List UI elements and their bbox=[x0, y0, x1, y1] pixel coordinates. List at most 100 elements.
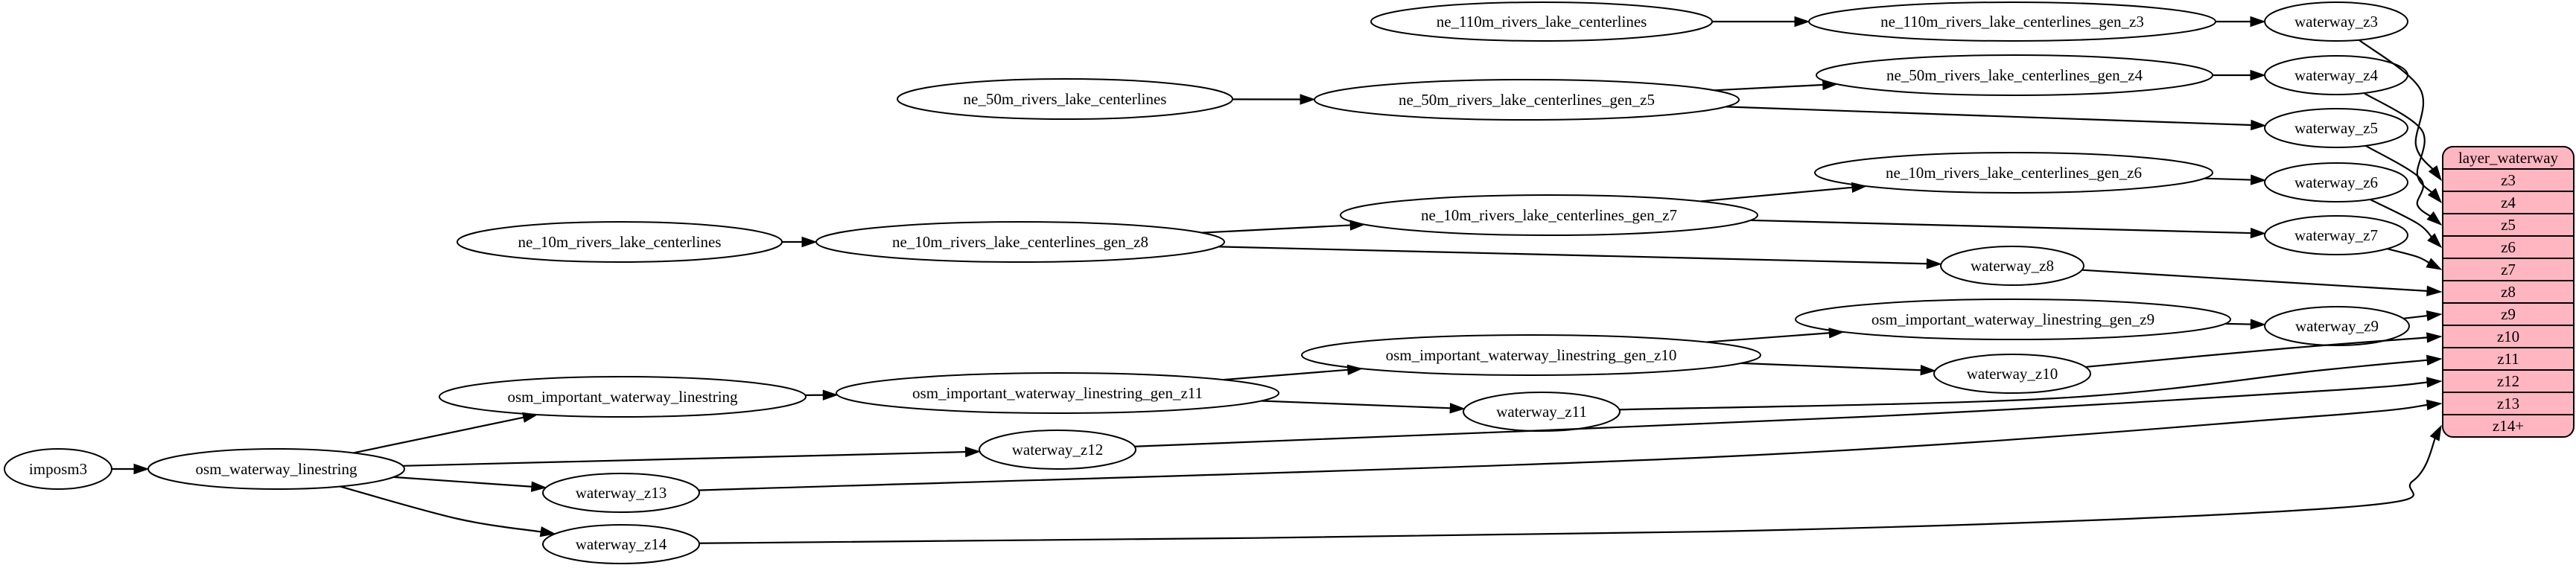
arrowhead-icon bbox=[1794, 16, 1810, 28]
record-row-z13: z13 bbox=[2497, 395, 2519, 412]
edge-waterway_z3--layer_waterway-z3 bbox=[2358, 39, 2436, 172]
node-ne_10m_rivers_lake_centerlines_gen_z7-label: ne_10m_rivers_lake_centerlines_gen_z7 bbox=[1421, 206, 1677, 224]
edge-waterway_z7--layer_waterway-z7 bbox=[2387, 248, 2432, 265]
arrowhead-icon bbox=[2426, 310, 2443, 322]
edge-ne_10m_rivers_lake_centerlines_gen_z8--ne_10m_rivers_lake_centerlines_gen_z7 bbox=[1201, 224, 1354, 234]
arrowhead-icon bbox=[801, 236, 818, 248]
edge-ne_10m_rivers_lake_centerlines_gen_z7--waterway_z7 bbox=[1750, 219, 2254, 234]
arrowhead-icon bbox=[1851, 182, 1868, 194]
node-waterway_z6: waterway_z6 bbox=[2264, 162, 2408, 202]
record-row-z7: z7 bbox=[2501, 261, 2516, 278]
node-waterway_z14: waterway_z14 bbox=[542, 524, 700, 564]
node-waterway_z10-label: waterway_z10 bbox=[1967, 365, 2058, 383]
edge-waterway_z9--layer_waterway-z9 bbox=[2403, 314, 2431, 319]
node-ne_10m_rivers_lake_centerlines_gen_z6-ellipse bbox=[1814, 152, 2213, 194]
arrowhead-icon bbox=[1822, 79, 1839, 91]
node-waterway_z5-label: waterway_z5 bbox=[2294, 119, 2378, 137]
edge-osm_waterway_linestring--waterway_z14 bbox=[340, 485, 544, 533]
record-outline bbox=[2442, 146, 2575, 438]
arrowhead-icon bbox=[2250, 16, 2266, 28]
arrowhead-icon bbox=[2427, 233, 2443, 249]
arrowhead-icon bbox=[2426, 285, 2443, 297]
arrowhead-icon bbox=[1449, 403, 1466, 414]
arrowhead-icon bbox=[2426, 399, 2443, 411]
edge-waterway_z14--layer_waterway-z14+ bbox=[699, 435, 2437, 544]
edge-waterway_z5--layer_waterway-z5 bbox=[2364, 144, 2434, 219]
edge-osm_waterway_linestring--waterway_z13 bbox=[393, 476, 535, 488]
node-ne_10m_rivers_lake_centerlines-label: ne_10m_rivers_lake_centerlines bbox=[518, 233, 722, 251]
node-waterway_z7-label: waterway_z7 bbox=[2294, 226, 2378, 244]
arrowhead-icon bbox=[2426, 332, 2443, 343]
node-ne_110m_rivers_lake_centerlines_gen_z3-label: ne_110m_rivers_lake_centerlines_gen_z3 bbox=[1880, 13, 2144, 31]
node-waterway_z5-ellipse bbox=[2264, 108, 2408, 148]
node-waterway_z6-ellipse bbox=[2264, 162, 2408, 202]
node-osm_important_waterway_linestring-label: osm_important_waterway_linestring bbox=[507, 388, 738, 406]
edge-osm_important_waterway_linestring_gen_z10--waterway_z10 bbox=[1740, 362, 1924, 371]
node-waterway_z9-label: waterway_z9 bbox=[2295, 317, 2379, 335]
record-row-z12: z12 bbox=[2497, 372, 2519, 390]
node-waterway_z7-ellipse bbox=[2264, 215, 2408, 255]
edge-waterway_z11--layer_waterway-z11 bbox=[1619, 359, 2431, 411]
edge-waterway_z10--layer_waterway-z10 bbox=[2085, 336, 2431, 368]
arrowhead-icon bbox=[1300, 94, 1316, 105]
node-waterway_z7: waterway_z7 bbox=[2264, 215, 2408, 255]
edge-waterway_z13--layer_waterway-z13 bbox=[699, 403, 2431, 491]
node-ne_50m_rivers_lake_centerlines_gen_z5: ne_50m_rivers_lake_centerlines_gen_z5 bbox=[1314, 79, 1740, 121]
arrowhead-icon bbox=[1346, 364, 1364, 375]
node-ne_50m_rivers_lake_centerlines_gen_z5-label: ne_50m_rivers_lake_centerlines_gen_z5 bbox=[1399, 91, 1655, 109]
node-ne_10m_rivers_lake_centerlines_gen_z7-ellipse bbox=[1340, 194, 1758, 236]
record-row-z6: z6 bbox=[2501, 238, 2516, 256]
edge-ne_50m_rivers_lake_centerlines_gen_z5--waterway_z5 bbox=[1726, 106, 2254, 127]
arrowhead-icon bbox=[521, 412, 538, 423]
edge-ne_10m_rivers_lake_centerlines_gen_z8--waterway_z8 bbox=[1218, 246, 1930, 265]
node-osm_important_waterway_linestring_gen_z9: osm_important_waterway_linestring_gen_z9 bbox=[1795, 299, 2231, 340]
arrowhead-icon bbox=[2427, 188, 2443, 204]
arrowhead-icon bbox=[822, 389, 839, 401]
node-ne_10m_rivers_lake_centerlines_gen_z6: ne_10m_rivers_lake_centerlines_gen_z6 bbox=[1814, 152, 2213, 194]
node-ne_110m_rivers_lake_centerlines-label: ne_110m_rivers_lake_centerlines bbox=[1437, 13, 1647, 31]
edge-waterway_z12--layer_waterway-z12 bbox=[1134, 381, 2431, 447]
node-waterway_z12: waterway_z12 bbox=[979, 430, 1136, 470]
node-ne_110m_rivers_lake_centerlines_gen_z3: ne_110m_rivers_lake_centerlines_gen_z3 bbox=[1808, 1, 2216, 42]
node-ne_10m_rivers_lake_centerlines_gen_z8: ne_10m_rivers_lake_centerlines_gen_z8 bbox=[815, 221, 1225, 263]
node-osm_important_waterway_linestring_gen_z10-label: osm_important_waterway_linestring_gen_z1… bbox=[1386, 346, 1677, 364]
node-ne_50m_rivers_lake_centerlines_gen_z4-label: ne_50m_rivers_lake_centerlines_gen_z4 bbox=[1886, 66, 2143, 84]
node-waterway_z13-label: waterway_z13 bbox=[576, 484, 667, 502]
node-waterway_z8-label: waterway_z8 bbox=[1971, 257, 2054, 275]
arrowhead-icon bbox=[2251, 119, 2267, 131]
edge-osm_important_waterway_linestring_gen_z9--waterway_z9 bbox=[2224, 322, 2254, 325]
arrowhead-icon bbox=[2250, 227, 2266, 239]
node-ne_50m_rivers_lake_centerlines: ne_50m_rivers_lake_centerlines bbox=[897, 78, 1233, 120]
node-waterway_z10-ellipse bbox=[1933, 354, 2091, 394]
node-osm_important_waterway_linestring_gen_z11-ellipse bbox=[836, 372, 1279, 414]
arrowhead-icon bbox=[530, 481, 547, 492]
arrowhead-icon bbox=[2250, 319, 2266, 330]
edge-osm_important_waterway_linestring_gen_z11--waterway_z11 bbox=[1261, 400, 1454, 409]
edge-waterway_z4--layer_waterway-z4 bbox=[2363, 92, 2435, 195]
node-waterway_z14-ellipse bbox=[542, 524, 700, 564]
node-waterway_z13-ellipse bbox=[542, 473, 700, 513]
node-osm_waterway_linestring: osm_waterway_linestring bbox=[147, 448, 405, 490]
node-osm_important_waterway_linestring: osm_important_waterway_linestring bbox=[439, 376, 807, 418]
node-waterway_z9: waterway_z9 bbox=[2264, 306, 2410, 346]
node-ne_110m_rivers_lake_centerlines: ne_110m_rivers_lake_centerlines bbox=[1370, 1, 1713, 42]
node-ne_10m_rivers_lake_centerlines_gen_z6-label: ne_10m_rivers_lake_centerlines_gen_z6 bbox=[1886, 164, 2142, 182]
arrowhead-icon bbox=[964, 446, 982, 458]
arrowhead-icon bbox=[2426, 377, 2443, 388]
node-osm_important_waterway_linestring-ellipse bbox=[439, 376, 807, 418]
node-osm_waterway_linestring-label: osm_waterway_linestring bbox=[196, 460, 357, 478]
node-osm_important_waterway_linestring_gen_z9-label: osm_important_waterway_linestring_gen_z9 bbox=[1871, 310, 2154, 328]
arrowhead-icon bbox=[2428, 165, 2442, 182]
node-waterway_z3: waterway_z3 bbox=[2264, 1, 2408, 42]
node-osm_important_waterway_linestring_gen_z10-ellipse bbox=[1301, 334, 1761, 376]
node-ne_10m_rivers_lake_centerlines: ne_10m_rivers_lake_centerlines bbox=[457, 221, 783, 263]
edge-ne_10m_rivers_lake_centerlines_gen_z6--waterway_z6 bbox=[2204, 177, 2254, 181]
arrowhead-icon bbox=[2426, 258, 2443, 270]
node-waterway_z8-ellipse bbox=[1940, 246, 2084, 286]
record-row-z3: z3 bbox=[2501, 171, 2516, 189]
node-waterway_z12-label: waterway_z12 bbox=[1012, 441, 1103, 459]
arrowhead-icon bbox=[2250, 174, 2267, 185]
node-waterway_z3-label: waterway_z3 bbox=[2294, 13, 2378, 31]
